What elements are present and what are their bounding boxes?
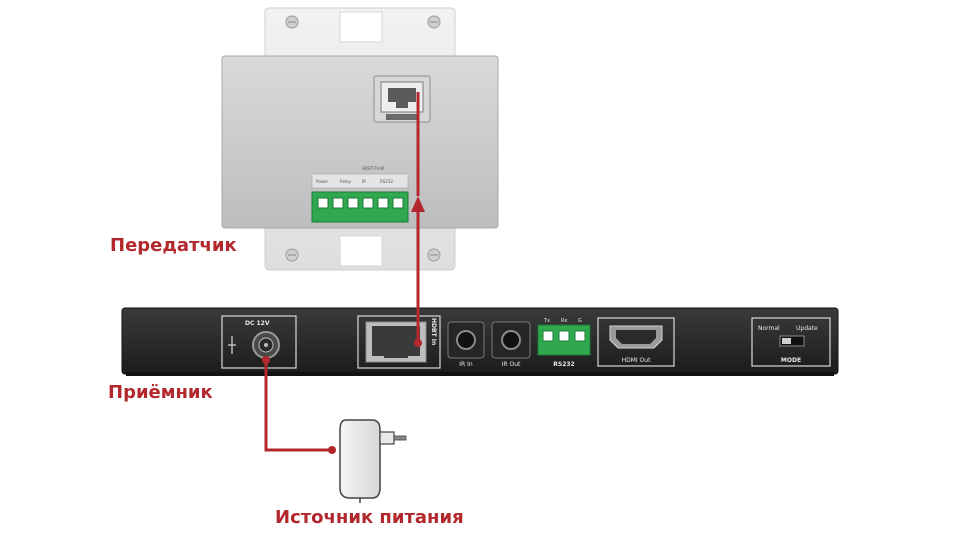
dc-power-jack: DC 12V xyxy=(221,315,297,369)
polarity-icon xyxy=(228,336,236,354)
screw-icon xyxy=(285,248,299,262)
dc-label: DC 12V xyxy=(245,320,270,327)
power-supply-label: Источник питания xyxy=(275,507,464,528)
receiver-unit: DC 12V HDBT In IR In IR O xyxy=(121,307,839,376)
rs232-label: RS232 xyxy=(553,361,574,368)
terminal-label: Relay xyxy=(340,179,352,184)
rs232-pin-label: G xyxy=(578,318,582,324)
screw-icon xyxy=(427,15,441,29)
power-cable-line xyxy=(262,356,336,454)
hdmi-label: HDMI Out xyxy=(622,357,652,364)
power-adapter-icon xyxy=(339,419,407,503)
hdmi-out-port: HDMI Out xyxy=(597,317,675,367)
terminal-label: IR xyxy=(362,179,366,184)
rs232-terminal: Tx Rx G RS232 xyxy=(537,318,591,368)
screw-icon xyxy=(285,15,299,29)
screw-icon xyxy=(427,248,441,262)
mode-option: Update xyxy=(796,325,818,332)
mode-option: Normal xyxy=(758,325,780,332)
transmitter-wallplate: HDBT-TX-W Power Relay IR RS232 xyxy=(221,7,499,271)
rs232-pin-label: Rx xyxy=(561,318,567,324)
rs232-pin-label: Tx xyxy=(543,318,550,324)
rj45-port-icon xyxy=(373,75,431,123)
hdbt-cable-line xyxy=(411,92,425,347)
arrow-up-icon xyxy=(411,196,425,212)
ir-in-label: IR In xyxy=(459,361,473,368)
ir-out-label: IR Out xyxy=(502,361,521,368)
terminal-legend-strip xyxy=(311,173,409,189)
mode-label: MODE xyxy=(781,357,801,364)
transmitter-label: Передатчик xyxy=(110,235,237,256)
transmitter-model-text: HDBT-TX-W xyxy=(362,166,384,171)
hdbt-in-port: HDBT In xyxy=(357,315,441,369)
mode-switch: Normal Update MODE xyxy=(751,317,831,367)
wallplate-window-bottom xyxy=(339,235,383,267)
wallplate-window-top xyxy=(339,11,383,43)
terminal-label: Power xyxy=(316,179,328,184)
receiver-bottom-edge xyxy=(126,372,834,376)
receiver-label: Приёмник xyxy=(108,382,213,403)
terminal-block-icon xyxy=(311,191,409,223)
hdbt-label: HDBT In xyxy=(430,318,437,345)
ir-in-jack: IR In xyxy=(447,321,485,368)
terminal-label: RS232 xyxy=(380,179,393,184)
ir-out-jack: IR Out xyxy=(491,321,531,368)
